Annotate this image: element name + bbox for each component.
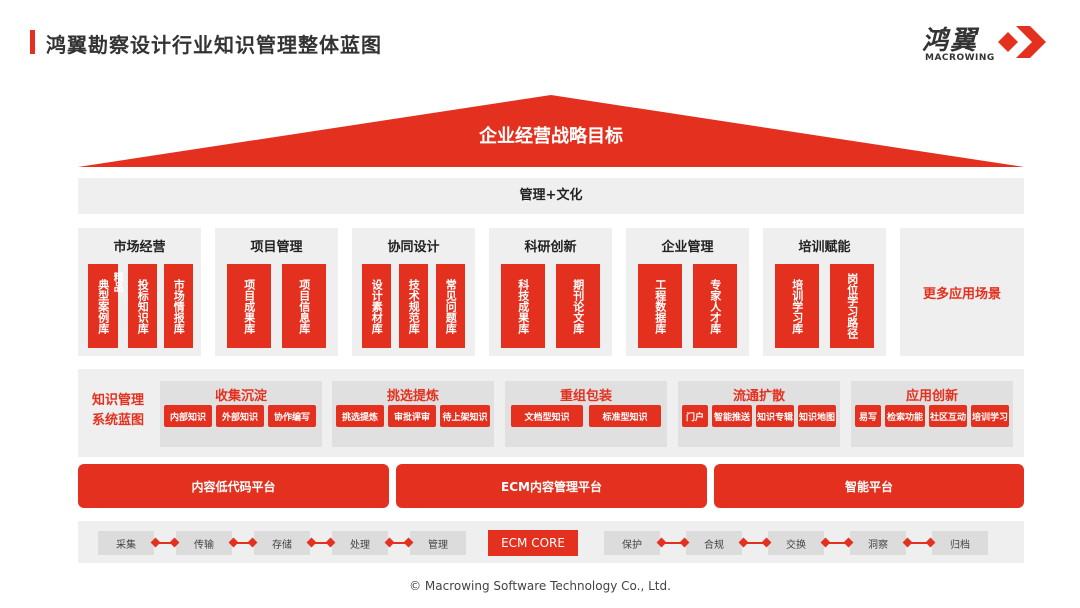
column-title: 协同设计 bbox=[387, 240, 440, 255]
column-box: 工程数据库 bbox=[638, 264, 682, 348]
pipeline-connector bbox=[660, 542, 686, 544]
column-box: 设计素材库 bbox=[362, 264, 391, 348]
pipeline-connector bbox=[388, 542, 410, 544]
column-title: 企业管理 bbox=[661, 240, 714, 255]
column-collab-design: 协同设计 设计素材库 技术规范库 常见问题库 bbox=[352, 228, 475, 356]
chip: 智能推送 bbox=[712, 405, 752, 427]
column-box: 典型案例库 bbox=[88, 264, 118, 348]
roof-title: 企业经营战略目标 bbox=[479, 126, 623, 147]
platform-lowcode: 内容低代码平台 bbox=[78, 464, 389, 508]
chip: 标准型知识 bbox=[589, 405, 661, 427]
chip: 待上架知识 bbox=[440, 405, 490, 427]
group-title: 流通扩散 bbox=[732, 389, 785, 404]
platform-intelligent: 智能平台 bbox=[714, 464, 1024, 508]
column-research: 科研创新 科技成果库 期刊论文库 bbox=[489, 228, 612, 356]
column-box: 科技成果库 bbox=[501, 264, 545, 348]
pipeline-connector bbox=[310, 542, 332, 544]
logo-subtext: MACROWING bbox=[925, 53, 995, 63]
column-box: 培训学习库 bbox=[775, 264, 819, 348]
group-title: 挑选提炼 bbox=[386, 389, 439, 404]
pipeline-connector bbox=[232, 542, 254, 544]
pipeline-step: 存储 bbox=[254, 531, 310, 555]
chip: 内部知识 bbox=[164, 405, 212, 427]
chip: 挑选提炼 bbox=[336, 405, 384, 427]
pipeline-step: 归档 bbox=[932, 531, 988, 555]
column-box-badge: 精品 bbox=[111, 272, 123, 292]
column-title: 科研创新 bbox=[524, 240, 577, 255]
column-box: 岗位学习路径 bbox=[830, 264, 874, 348]
roof-triangle bbox=[78, 95, 1024, 167]
chip: 知识专辑 bbox=[756, 405, 794, 427]
pipeline-step: 传输 bbox=[176, 531, 232, 555]
chip: 协作编写 bbox=[268, 405, 316, 427]
pipeline-connector bbox=[824, 542, 850, 544]
chip: 外部知识 bbox=[216, 405, 264, 427]
ecm-core-box: ECM CORE bbox=[488, 530, 578, 556]
column-box: 常见问题库 bbox=[436, 264, 465, 348]
pipeline-step: 保护 bbox=[604, 531, 660, 555]
column-box: 投标知识库 bbox=[128, 264, 157, 348]
pipeline-step: 管理 bbox=[410, 531, 466, 555]
chip: 社区互动 bbox=[929, 405, 967, 427]
footer-copyright: © Macrowing Software Technology Co., Ltd… bbox=[409, 579, 671, 593]
logo-text: 鸿翼 bbox=[922, 26, 979, 56]
group-select: 挑选提炼 挑选提炼 审批评审 待上架知识 bbox=[332, 381, 494, 447]
group-title: 应用创新 bbox=[905, 389, 958, 404]
column-title: 市场经营 bbox=[113, 240, 166, 255]
pipeline-connector bbox=[742, 542, 768, 544]
column-box: 市场情报库 bbox=[164, 264, 193, 348]
chip: 知识地图 bbox=[798, 405, 836, 427]
logo-chevron-icon bbox=[998, 26, 1046, 58]
group-collect: 收集沉淀 内部知识 外部知识 协作编写 bbox=[160, 381, 322, 447]
column-box: 技术规范库 bbox=[399, 264, 428, 348]
chip: 门户 bbox=[682, 405, 708, 427]
column-title: 培训赋能 bbox=[798, 240, 851, 255]
column-box: 专家人才库 bbox=[693, 264, 737, 348]
column-box: 期刊论文库 bbox=[556, 264, 600, 348]
more-scenarios: 更多应用场景 bbox=[900, 228, 1024, 356]
pipeline-step: 采集 bbox=[98, 531, 154, 555]
management-culture-bar: 管理+文化 bbox=[78, 178, 1024, 214]
column-box: 项目成果库 bbox=[227, 264, 271, 348]
pipeline-connector bbox=[154, 542, 176, 544]
band-label: 知识管理 系统蓝图 bbox=[92, 393, 145, 428]
group-title: 重组包装 bbox=[559, 389, 612, 404]
pipeline-step: 交换 bbox=[768, 531, 824, 555]
pipeline-connector bbox=[906, 542, 932, 544]
platform-ecm: ECM内容管理平台 bbox=[396, 464, 707, 508]
title-accent-bar bbox=[30, 30, 35, 54]
group-repackage: 重组包装 文档型知识 标准型知识 bbox=[505, 381, 667, 447]
column-training: 培训赋能 培训学习库 岗位学习路径 bbox=[763, 228, 886, 356]
group-distribute: 流通扩散 门户 智能推送 知识专辑 知识地图 bbox=[678, 381, 840, 447]
column-market: 市场经营 典型案例库 精品 投标知识库 市场情报库 bbox=[78, 228, 201, 356]
chip: 易写 bbox=[855, 405, 881, 427]
group-title: 收集沉淀 bbox=[214, 389, 267, 404]
column-project: 项目管理 项目成果库 项目信息库 bbox=[215, 228, 338, 356]
chip: 文档型知识 bbox=[511, 405, 583, 427]
pipeline-step: 合规 bbox=[686, 531, 742, 555]
pipeline-step: 处理 bbox=[332, 531, 388, 555]
group-innovate: 应用创新 易写 检索功能 社区互动 培训学习 bbox=[851, 381, 1013, 447]
column-box: 项目信息库 bbox=[282, 264, 326, 348]
chip: 培训学习 bbox=[971, 405, 1009, 427]
chip: 审批评审 bbox=[388, 405, 436, 427]
chip: 检索功能 bbox=[885, 405, 925, 427]
column-title: 项目管理 bbox=[250, 240, 303, 255]
page-title: 鸿翼勘察设计行业知识管理整体蓝图 bbox=[46, 33, 382, 57]
pipeline-step: 洞察 bbox=[850, 531, 906, 555]
column-enterprise: 企业管理 工程数据库 专家人才库 bbox=[626, 228, 749, 356]
